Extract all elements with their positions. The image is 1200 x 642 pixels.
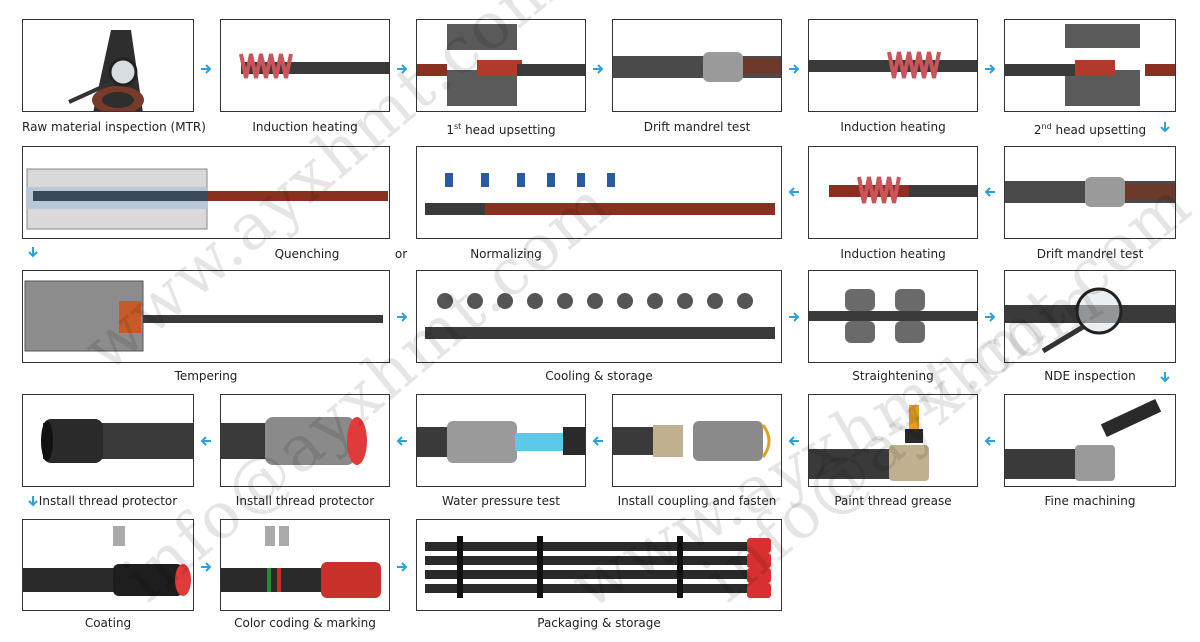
arrow-right-icon [789, 64, 800, 74]
caption-second-head-upsetting: 2nd head upsetting [1033, 122, 1147, 137]
arrow-right-icon [201, 64, 212, 74]
arrow-left-icon [788, 187, 799, 197]
arrow-left-icon [200, 436, 211, 446]
caption-induction-heating-1: Induction heating [252, 120, 358, 134]
arrow-left-icon [592, 436, 603, 446]
drift-mandrel-illustration-2 [1005, 177, 1175, 207]
caption-or: or [394, 247, 408, 261]
quenching-tank-illustration [26, 168, 388, 230]
arrow-down-icon [1160, 372, 1170, 383]
arrow-right-icon [985, 64, 996, 74]
straightening-rollers-illustration [809, 289, 977, 343]
arrow-left-icon [984, 187, 995, 197]
caption-install-thread-protector-2: Install thread protector [235, 494, 375, 508]
drift-mandrel-illustration [613, 52, 781, 82]
packaging-illustration [425, 536, 771, 598]
caption-install-coupling: Install coupling and fasten [617, 494, 777, 508]
caption-cooling-storage: Cooling & storage [545, 369, 653, 383]
arrow-right-icon [201, 562, 212, 572]
arrow-right-icon [397, 312, 408, 322]
caption-nde-inspection: NDE inspection [1044, 369, 1136, 383]
inspection-illustration [68, 30, 144, 111]
thread-protector-illustration-2 [221, 417, 367, 465]
coating-illustration [23, 526, 191, 596]
upsetting-press-illustration [417, 24, 585, 106]
water-pressure-illustration [417, 421, 585, 463]
color-coding-illustration [221, 526, 381, 598]
fine-machining-illustration [1005, 398, 1162, 481]
caption-packaging-storage: Packaging & storage [537, 616, 661, 630]
arrow-right-icon [985, 312, 996, 322]
upsetting-press-illustration-2 [1005, 24, 1175, 106]
arrow-left-icon [396, 436, 407, 446]
arrow-left-icon [984, 436, 995, 446]
caption-raw-material-inspection: Raw material inspection (MTR) [22, 120, 206, 134]
caption-water-pressure-test: Water pressure test [442, 494, 560, 508]
nde-magnifier-illustration [1005, 287, 1175, 354]
caption-drift-mandrel-test-2: Drift mandrel test [1036, 247, 1144, 261]
caption-induction-heating-3: Induction heating [840, 247, 946, 261]
arrow-right-icon [789, 312, 800, 322]
arrow-left-icon [788, 436, 799, 446]
induction-coil-illustration-3 [829, 176, 977, 204]
tempering-furnace-illustration [24, 280, 383, 352]
arrow-down-icon [28, 247, 38, 258]
caption-normalizing: Normalizing [470, 247, 542, 261]
arrow-down-icon [1160, 122, 1170, 133]
caption-paint-thread-grease: Paint thread grease [834, 494, 952, 508]
arrow-down-icon [28, 496, 38, 507]
caption-coating: Coating [84, 616, 132, 630]
caption-straightening: Straightening [852, 369, 934, 383]
coupling-illustration [613, 421, 771, 461]
caption-tempering: Tempering [174, 369, 238, 383]
cooling-illustration [425, 293, 775, 339]
thread-protector-illustration-1 [41, 419, 193, 463]
caption-induction-heating-2: Induction heating [840, 120, 946, 134]
caption-quenching: Quenching [274, 247, 340, 261]
arrow-right-icon [593, 64, 604, 74]
grease-brush-illustration [809, 405, 929, 481]
caption-fine-machining: Fine machining [1044, 494, 1136, 508]
arrow-right-icon [397, 562, 408, 572]
caption-first-head-upsetting: 1st head upsetting [446, 122, 556, 137]
normalizing-illustration [425, 173, 775, 215]
induction-coil-illustration [239, 53, 389, 79]
caption-color-coding: Color coding & marking [234, 616, 376, 630]
arrow-right-icon [397, 64, 408, 74]
caption-drift-mandrel-test-1: Drift mandrel test [643, 120, 751, 134]
caption-install-thread-protector-1: Install thread protector [38, 494, 178, 508]
induction-coil-illustration-2 [809, 51, 977, 79]
